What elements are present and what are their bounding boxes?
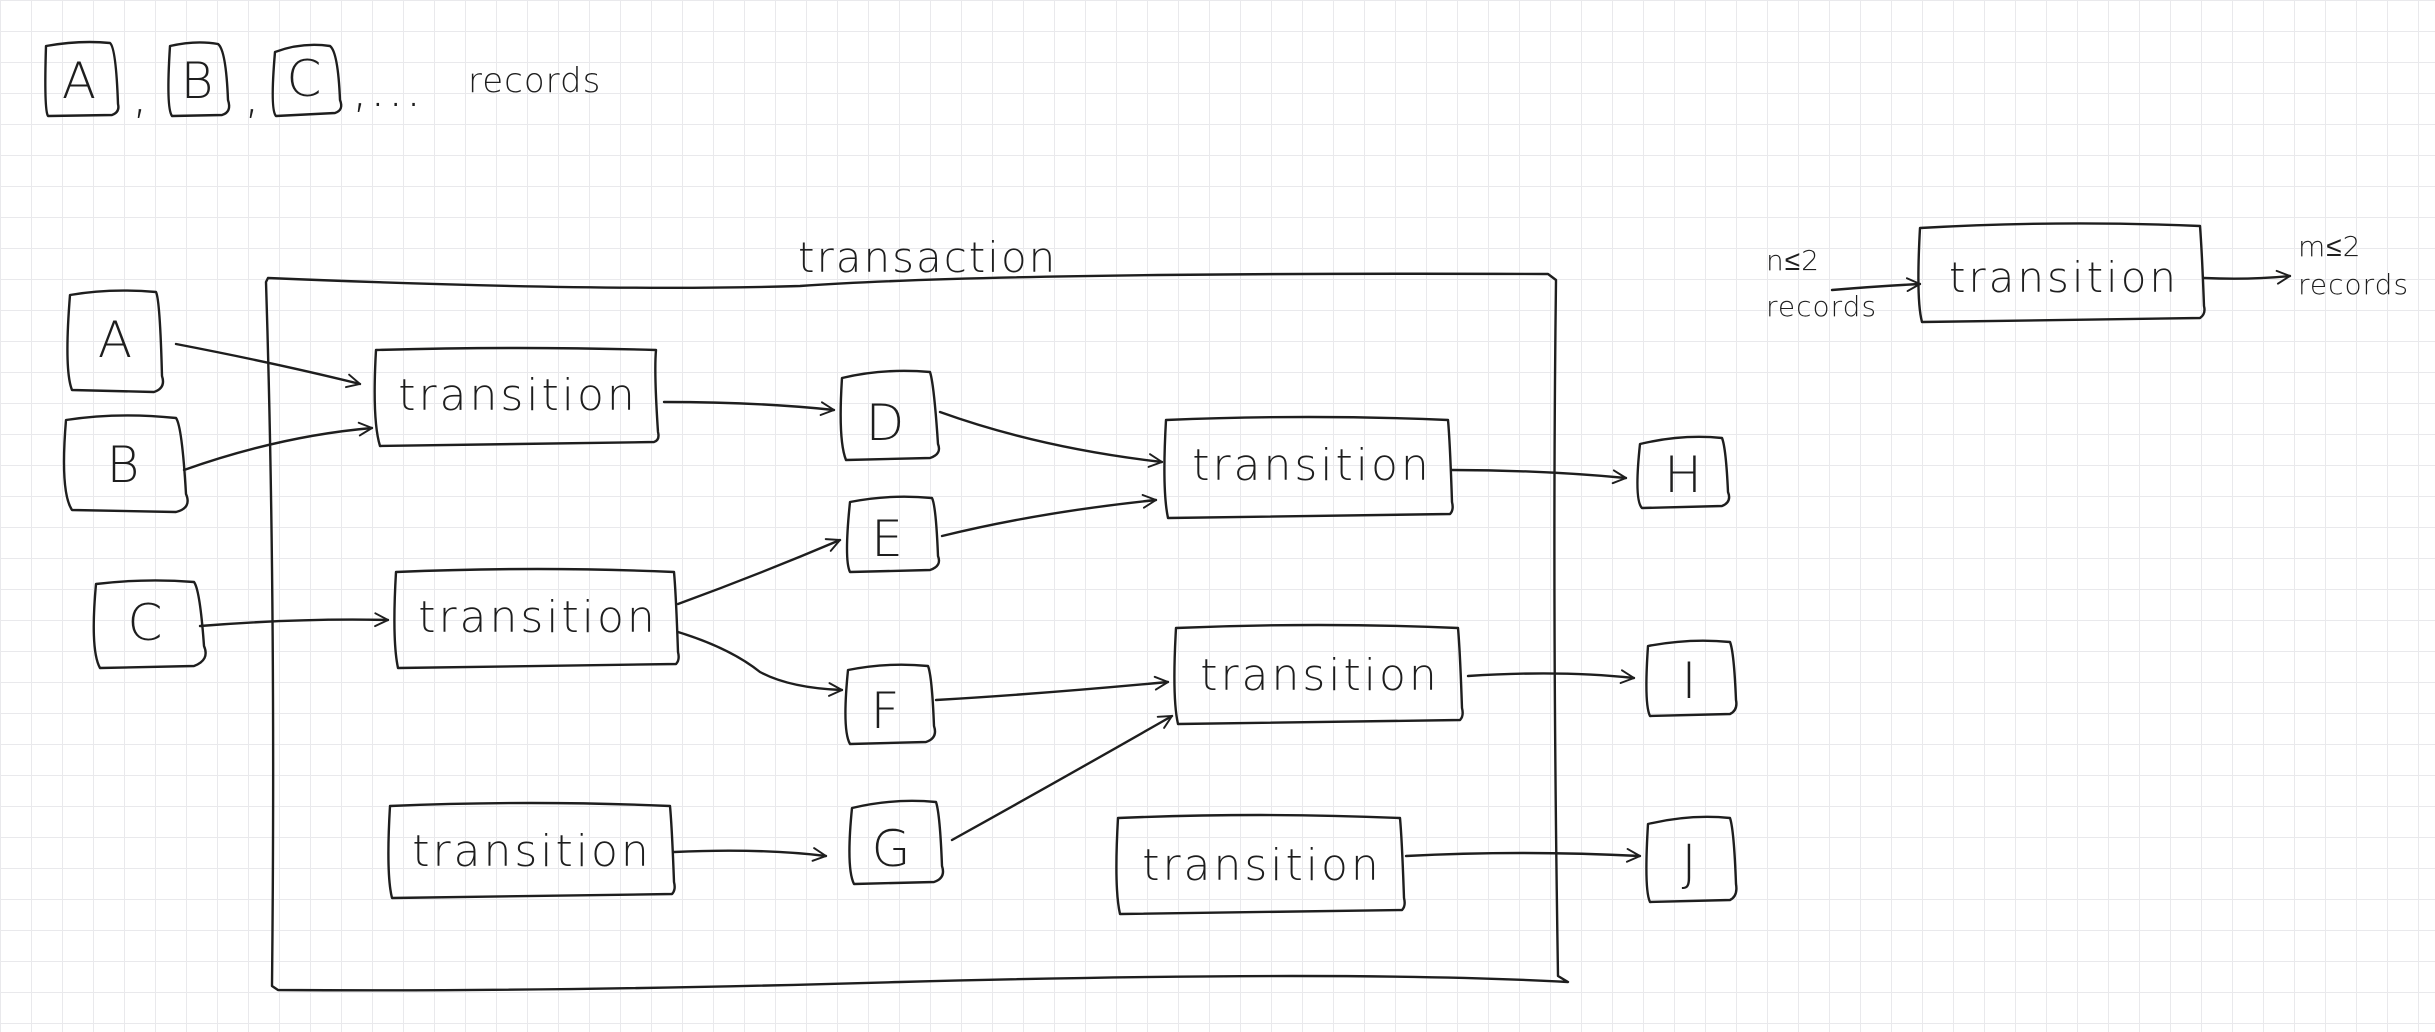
transition-box-2 <box>393 567 680 670</box>
intermediate-record-d: D <box>839 369 941 462</box>
arrow-c-to-transition-2 <box>198 612 390 628</box>
transition-6: transition <box>1115 813 1406 916</box>
output-record-label-j: J <box>1682 834 1699 892</box>
legend-comma-2: , <box>244 66 262 124</box>
output-record-label-h: H <box>1664 446 1704 504</box>
definition-output-records: records <box>2298 268 2409 301</box>
definition-input-records: records <box>1766 290 1877 323</box>
transaction: transaction <box>264 233 1570 992</box>
arrow-b-to-transition-1 <box>182 421 374 472</box>
definition-input-arrow <box>1830 277 1922 292</box>
input-record-box-c <box>92 579 207 670</box>
input-record-box-a <box>66 289 165 394</box>
intermediate-record-box-g <box>848 799 945 886</box>
arrows <box>174 342 1642 863</box>
transition-label-5: transition <box>1200 650 1440 701</box>
transaction-label: transaction <box>798 233 1057 282</box>
output-record-h: H <box>1636 435 1731 510</box>
transition-label-6: transition <box>1142 840 1382 891</box>
legend-record-box-c <box>271 43 343 118</box>
transition-box-4 <box>1163 415 1454 520</box>
legend-record-box-b <box>167 41 231 118</box>
output-record-label-i: I <box>1682 652 1699 710</box>
transition-label-3: transition <box>412 826 652 877</box>
transition-box-3 <box>387 801 676 900</box>
transaction-box <box>264 272 1570 992</box>
input-record-a: A <box>66 289 165 394</box>
legend-record-box-a <box>44 40 120 118</box>
intermediate-record-f: F <box>844 663 937 746</box>
arrow-transition-2-to-e <box>676 538 842 606</box>
output-record-i: I <box>1645 639 1738 718</box>
intermediate-record-g: G <box>848 799 945 886</box>
output-record-box-i <box>1645 639 1738 718</box>
legend-ellipsis: ,... <box>352 60 424 118</box>
legend-label: records <box>468 61 601 101</box>
intermediate-record-label-f: F <box>871 682 902 740</box>
input-record-c: C <box>92 579 207 670</box>
output-record-j: J <box>1645 815 1738 904</box>
input-record-b: B <box>62 414 189 514</box>
legend-comma-1: , <box>132 66 150 124</box>
arrow-transition-1-to-d <box>662 400 836 416</box>
transition-4: transition <box>1163 415 1454 520</box>
definition-output-count: m≤2 <box>2298 230 2361 263</box>
arrow-d-to-transition-4 <box>938 410 1164 468</box>
arrow-transition-2-to-f <box>676 630 844 697</box>
output-record-box-h <box>1636 435 1731 510</box>
output-record-box-j <box>1645 815 1738 904</box>
transition-2: transition <box>393 567 680 670</box>
legend-record-a: A <box>62 52 98 110</box>
transition-label-2: transition <box>418 592 658 643</box>
transition-box-1 <box>373 346 660 448</box>
arrow-transition-3-to-g <box>672 847 828 862</box>
intermediate-record-label-e: E <box>871 510 905 568</box>
transition-box-5 <box>1173 623 1464 726</box>
legend: A , B , C ,... records <box>44 40 601 124</box>
transition-5: transition <box>1173 623 1464 726</box>
arrow-transition-5-to-i <box>1466 669 1636 684</box>
arrow-f-to-transition-5 <box>934 675 1170 702</box>
intermediate-record-box-d <box>839 369 941 462</box>
intermediate-record-box-f <box>844 663 937 746</box>
input-record-label-a: A <box>98 311 134 369</box>
definition-transition-label: transition <box>1949 253 2179 302</box>
intermediate-record-box-e <box>845 495 941 574</box>
arrow-e-to-transition-4 <box>940 493 1158 538</box>
transition-definition: n≤2 records transition m≤2 records <box>1766 222 2409 324</box>
arrow-transition-4-to-h <box>1450 468 1628 485</box>
legend-record-c: C <box>287 50 324 108</box>
transition-label-1: transition <box>398 370 638 421</box>
arrow-a-to-transition-1 <box>174 342 362 389</box>
input-record-label-b: B <box>107 436 142 494</box>
transition-label-4: transition <box>1192 440 1432 491</box>
definition-output-arrow <box>2202 269 2292 285</box>
legend-record-b: B <box>181 52 216 110</box>
arrow-transition-6-to-j <box>1404 848 1642 863</box>
transition-1: transition <box>373 346 660 448</box>
definition-input-count: n≤2 <box>1766 244 1820 277</box>
intermediate-record-label-d: D <box>866 394 907 452</box>
intermediate-record-e: E <box>845 495 941 574</box>
input-record-box-b <box>62 414 189 514</box>
transition-3: transition <box>387 801 676 900</box>
arrow-g-to-transition-5 <box>950 714 1174 842</box>
intermediate-record-label-g: G <box>872 820 913 878</box>
input-record-label-c: C <box>128 594 165 652</box>
transition-box-6 <box>1115 813 1406 916</box>
